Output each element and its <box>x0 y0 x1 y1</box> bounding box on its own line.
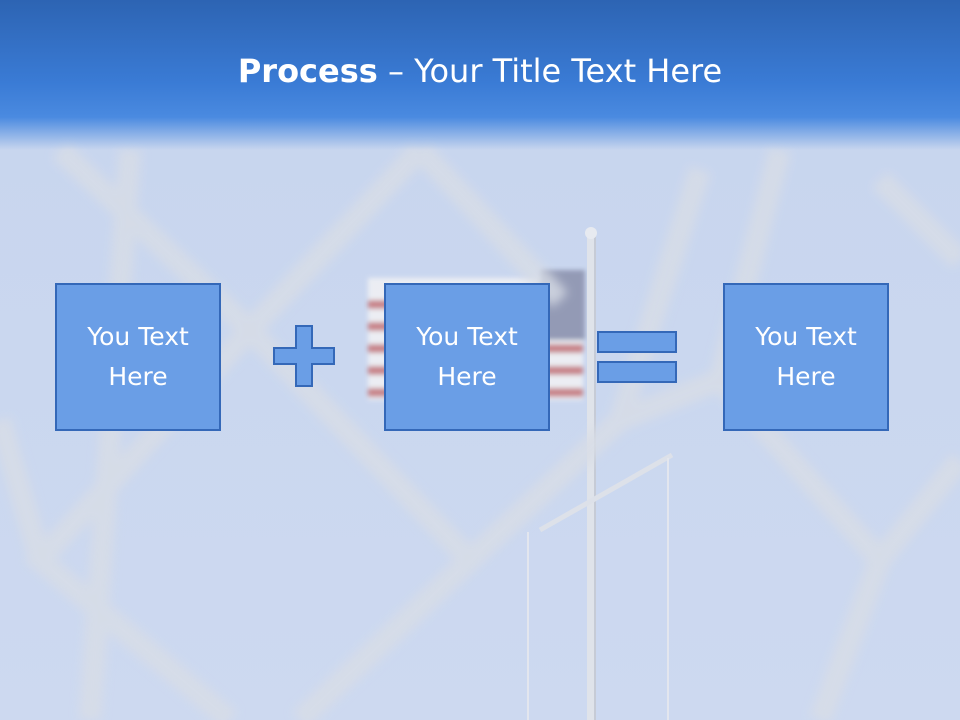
title-rest: – Your Title Text Here <box>377 52 723 90</box>
process-box-3[interactable]: You Text Here <box>723 283 889 431</box>
process-box-2[interactable]: You Text Here <box>384 283 550 431</box>
plus-icon <box>273 325 335 387</box>
process-box-1[interactable]: You Text Here <box>55 283 221 431</box>
slide-title: Process – Your Title Text Here <box>0 52 960 90</box>
fence-blur <box>0 142 960 720</box>
process-box-2-text: You Text Here <box>416 322 518 391</box>
title-bold: Process <box>237 52 378 90</box>
flag-pole <box>527 227 674 720</box>
process-box-1-text: You Text Here <box>87 322 189 391</box>
equals-icon <box>597 331 677 383</box>
process-box-3-text: You Text Here <box>755 322 857 391</box>
title-band <box>0 0 960 150</box>
